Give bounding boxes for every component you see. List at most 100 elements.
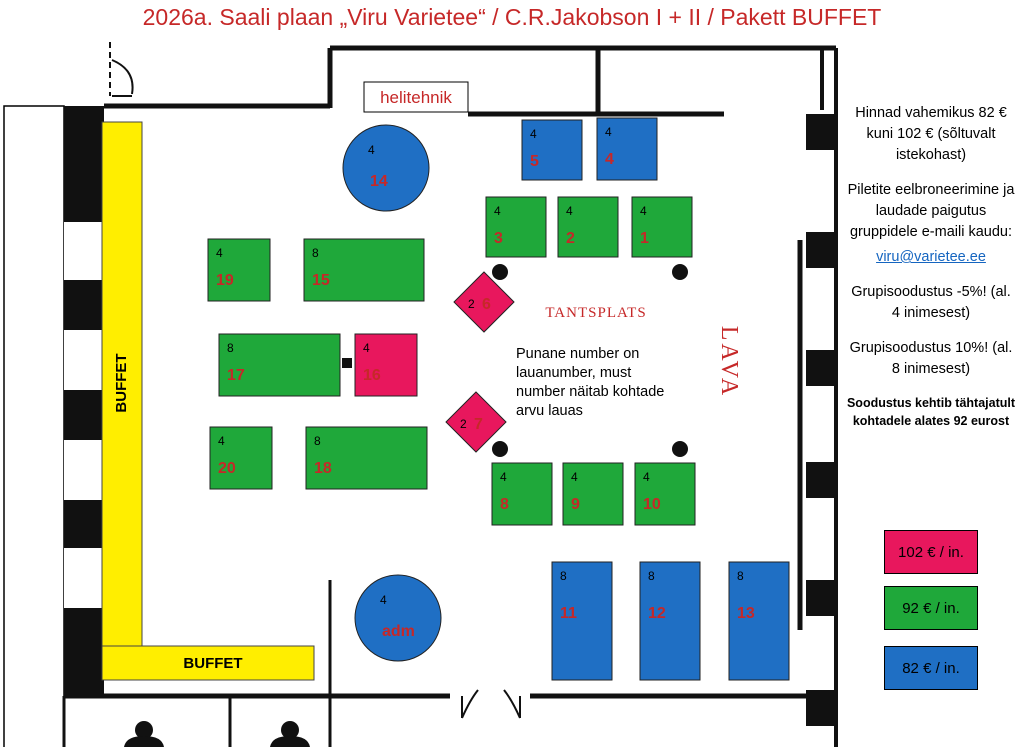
helitehnik-label: helitehnik bbox=[380, 88, 452, 107]
table-number: 12 bbox=[648, 605, 666, 622]
table-number: adm bbox=[382, 623, 415, 640]
table-shape bbox=[305, 426, 428, 490]
table-shape bbox=[445, 391, 507, 453]
table-shape bbox=[557, 196, 619, 258]
table-seat-count: 2 bbox=[468, 297, 475, 311]
window bbox=[64, 440, 104, 500]
window bbox=[64, 548, 104, 608]
post bbox=[492, 264, 508, 280]
table-seat-count: 4 bbox=[643, 470, 650, 484]
table-seat-count: 8 bbox=[648, 569, 655, 583]
price-range-text: Hinnad vahemikus 82 € kuni 102 € (sõltuv… bbox=[855, 105, 1007, 163]
table-number: 3 bbox=[494, 230, 503, 247]
table-shape bbox=[218, 333, 341, 397]
left-strip bbox=[3, 105, 65, 752]
price-label: 92 € / in. bbox=[902, 599, 960, 617]
post bbox=[672, 441, 688, 457]
table-seat-count: 4 bbox=[218, 434, 225, 448]
price-box-pink: 102 € / in. bbox=[884, 530, 978, 574]
table-shape bbox=[485, 196, 547, 258]
table-seat-count: 8 bbox=[314, 434, 321, 448]
table-number: 19 bbox=[216, 272, 234, 289]
table-1[interactable]: 41 bbox=[631, 196, 693, 258]
table-seat-count: 4 bbox=[363, 341, 370, 355]
price-label: 102 € / in. bbox=[898, 543, 964, 561]
table-shape bbox=[209, 426, 273, 490]
table-9[interactable]: 49 bbox=[562, 462, 624, 526]
table-10[interactable]: 4 10 bbox=[634, 462, 696, 526]
table-seat-count: 4 bbox=[530, 127, 537, 141]
table-seat-count: 8 bbox=[312, 246, 319, 260]
table-16[interactable]: 4 16 bbox=[354, 333, 418, 397]
buffet-counter-vertical bbox=[101, 121, 143, 647]
table-shape bbox=[521, 119, 583, 181]
email-row: viru@varietee.ee bbox=[846, 247, 1016, 268]
table-seat-count: 4 bbox=[605, 125, 612, 139]
table-5[interactable]: 45 bbox=[521, 119, 583, 181]
pillar bbox=[806, 580, 836, 616]
table-13[interactable]: 813 bbox=[728, 561, 790, 681]
info-sidebar: Hinnad vahemikus 82 € kuni 102 € (sõltuv… bbox=[846, 103, 1016, 444]
table-shape bbox=[342, 124, 430, 212]
door-swing bbox=[111, 59, 134, 95]
discount-5-text: Grupisoodustus -5%! (al. 4 inimesest) bbox=[851, 284, 1011, 321]
table-2[interactable]: 42 bbox=[557, 196, 619, 258]
email-link[interactable]: viru@varietee.ee bbox=[876, 249, 986, 265]
legend-note: Punane number on lauanumber, must number… bbox=[516, 346, 665, 419]
table-seat-count: 8 bbox=[227, 341, 234, 355]
buffet-counter-horizontal bbox=[101, 645, 315, 681]
discount-10-text: Grupisoodustus 10%! (al. 8 inimesest) bbox=[849, 340, 1013, 377]
buffet-label-horizontal: BUFFET bbox=[183, 655, 242, 672]
table-18[interactable]: 818 bbox=[305, 426, 428, 490]
table-adm[interactable]: 4 adm bbox=[354, 574, 442, 662]
table-11[interactable]: 8 11 bbox=[551, 561, 613, 681]
table-seat-count: 4 bbox=[640, 204, 647, 218]
booking-info: Piletite eelbroneerimine ja laudade paig… bbox=[847, 182, 1015, 240]
table-12[interactable]: 8 12 bbox=[639, 561, 701, 681]
post bbox=[492, 441, 508, 457]
table-14[interactable]: 414 bbox=[342, 124, 430, 212]
table-20[interactable]: 4 20 bbox=[209, 426, 273, 490]
window bbox=[64, 222, 104, 280]
table-4[interactable]: 44 bbox=[596, 117, 658, 181]
buffet-label-vertical: BUFFET bbox=[113, 353, 130, 412]
table-17[interactable]: 8 17 bbox=[218, 333, 341, 397]
table-number: 20 bbox=[218, 460, 236, 477]
table-3[interactable]: 43 bbox=[485, 196, 547, 258]
pillar bbox=[806, 350, 836, 386]
helitehnik-box bbox=[363, 81, 469, 113]
table-15[interactable]: 8 15 bbox=[303, 238, 425, 302]
dance-floor-label: TANTSPLATS bbox=[545, 305, 646, 321]
table-19[interactable]: 4 19 bbox=[207, 238, 271, 302]
table-shape bbox=[551, 561, 613, 681]
table-number: 4 bbox=[605, 151, 614, 168]
price-box-green: 92 € / in. bbox=[884, 586, 978, 630]
table-number: 15 bbox=[312, 272, 330, 289]
table-number: 16 bbox=[363, 367, 381, 384]
discount-note: Soodustus kehtib tähtajatult kohtadele a… bbox=[846, 396, 1016, 428]
table-seat-count: 8 bbox=[560, 569, 567, 583]
door-swing bbox=[461, 689, 521, 719]
table-seat-count: 4 bbox=[216, 246, 223, 260]
table-number: 2 bbox=[566, 230, 575, 247]
table-number: 17 bbox=[227, 367, 245, 384]
table-seat-count: 4 bbox=[380, 593, 387, 607]
table-shape bbox=[562, 462, 624, 526]
stage-label: LAVA bbox=[716, 326, 742, 398]
price-box-blue: 82 € / in. bbox=[884, 646, 978, 690]
table-number: 11 bbox=[560, 605, 577, 622]
table-number: 10 bbox=[643, 496, 661, 513]
table-8[interactable]: 48 bbox=[491, 462, 553, 526]
table-shape bbox=[354, 574, 442, 662]
booking-text: Piletite eelbroneerimine ja laudade paig… bbox=[846, 180, 1016, 243]
table-shape bbox=[491, 462, 553, 526]
window bbox=[64, 330, 104, 390]
table-shape bbox=[631, 196, 693, 258]
post bbox=[672, 264, 688, 280]
pillar bbox=[806, 114, 836, 150]
